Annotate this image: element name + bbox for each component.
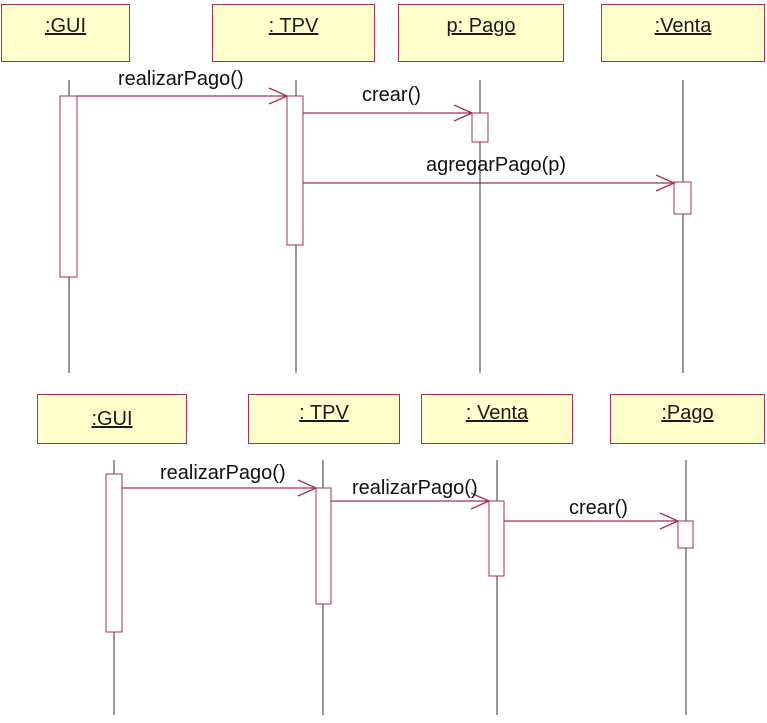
activation-bar: [315, 487, 332, 605]
message-label: crear(): [362, 84, 421, 106]
arrowhead: [659, 512, 680, 530]
activation-bar: [677, 520, 694, 549]
activation-bar: [59, 95, 78, 278]
object-label: :Venta: [654, 15, 712, 37]
message-label: realizarPago(): [160, 462, 286, 484]
message-label: realizarPago(): [118, 68, 244, 90]
object-box-tpv: : TPV: [212, 4, 375, 62]
activation-bar: [673, 181, 692, 215]
object-box-gui: :GUI: [37, 394, 187, 444]
object-label: :GUI: [91, 408, 133, 430]
arrowhead: [470, 492, 491, 510]
arrowhead: [655, 174, 676, 192]
arrowhead: [453, 104, 474, 122]
object-box-pago: :Pago: [610, 394, 765, 444]
activation-bar: [105, 473, 123, 633]
object-box-pago: p: Pago: [398, 4, 564, 62]
object-label: :Pago: [661, 402, 714, 424]
message-label: agregarPago(p): [426, 154, 567, 176]
object-box-venta: :Venta: [601, 4, 765, 62]
object-label: : TPV: [299, 402, 349, 424]
arrowhead: [268, 87, 289, 105]
object-label: :GUI: [44, 15, 87, 37]
activation-bar: [488, 500, 505, 577]
object-label: : Venta: [465, 402, 529, 424]
activation-bar: [286, 95, 304, 246]
object-box-gui: :GUI: [1, 4, 130, 62]
object-label: : TPV: [268, 15, 319, 37]
message-label: crear(): [569, 497, 628, 519]
object-label: p: Pago: [446, 15, 516, 37]
object-box-venta: : Venta: [421, 394, 573, 444]
message-label: realizarPago(): [352, 477, 478, 499]
activation-bar: [471, 112, 489, 143]
arrowhead: [297, 479, 318, 497]
object-box-tpv: : TPV: [248, 394, 400, 444]
